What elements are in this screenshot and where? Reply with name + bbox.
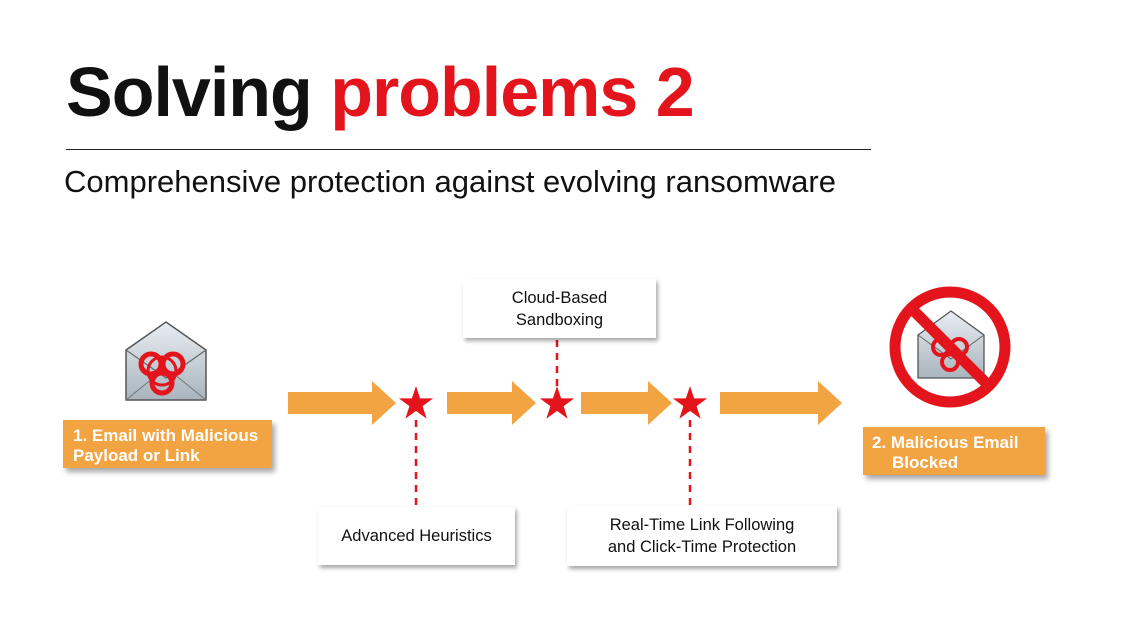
link-line2: and Click-Time Protection <box>607 538 797 556</box>
biohazard-envelope-icon <box>125 321 207 401</box>
arrow-icon <box>447 381 536 425</box>
link-line1: Real-Time Link Following <box>609 516 795 534</box>
arrow-icon <box>288 381 396 425</box>
link-protection-box: Real-Time Link Following and Click-Time … <box>567 506 837 566</box>
title-main: Solving <box>66 53 313 131</box>
star-icon <box>539 386 575 419</box>
title-accent: problems 2 <box>330 53 694 131</box>
sandbox-line1: Cloud-Based <box>511 288 608 307</box>
heuristics-label: Advanced Heuristics <box>341 527 492 545</box>
end-label-line2: Blocked <box>892 453 959 472</box>
start-label-line2: Payload or Link <box>73 446 200 465</box>
star-icon <box>672 386 708 419</box>
slide-subtitle: Comprehensive protection against evolvin… <box>64 164 836 199</box>
title-divider <box>66 149 871 150</box>
end-label-line1: 2. Malicious Email <box>872 433 1019 452</box>
arrow-icon <box>581 381 672 425</box>
end-label: 2. Malicious Email Blocked <box>863 427 1045 475</box>
arrow-icon <box>720 381 842 425</box>
start-label-line1: 1. Email with Malicious <box>73 426 259 445</box>
star-icon <box>398 386 434 419</box>
sandbox-line2: Sandboxing <box>515 310 604 329</box>
blocked-envelope-icon <box>889 286 1011 408</box>
slide-title: Solving problems 2 <box>66 52 695 132</box>
heuristics-box: Advanced Heuristics <box>318 507 515 565</box>
sandbox-box: Cloud-Based Sandboxing <box>463 279 656 338</box>
start-label: 1. Email with Malicious Payload or Link <box>63 420 272 468</box>
